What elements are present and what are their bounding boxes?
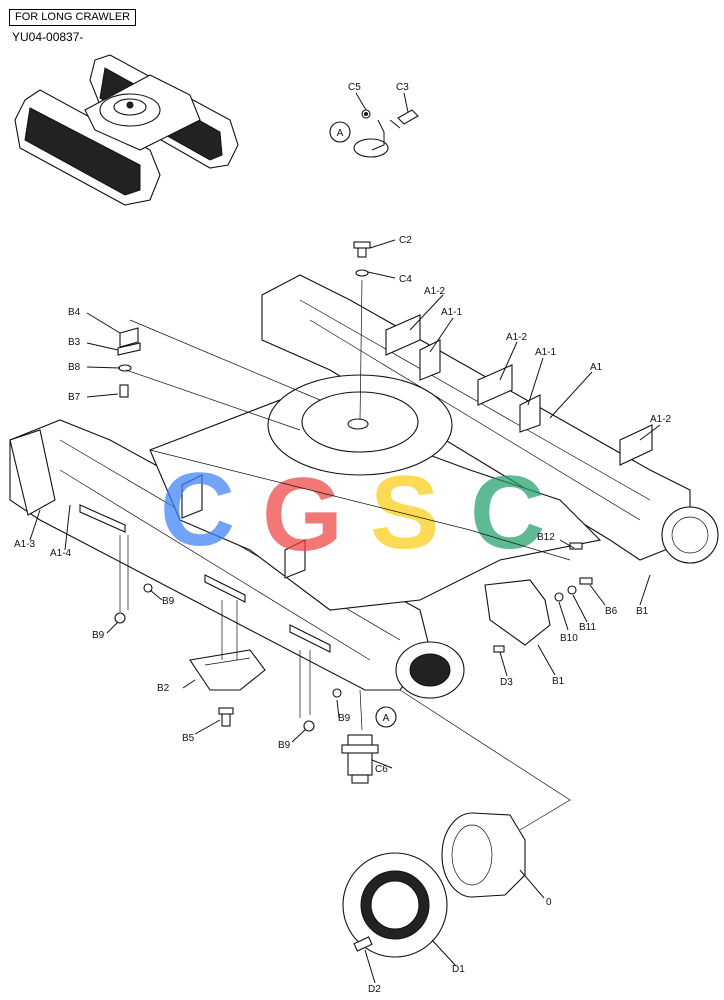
callout-b9-c: B9 [338, 713, 351, 724]
callout-0: 0 [546, 897, 552, 908]
ref-a-top-label: A [337, 128, 344, 139]
cgsc-watermark: C G S C [160, 452, 545, 573]
callout-d2: D2 [368, 984, 381, 995]
callout-a1-1-mid: A1-1 [535, 347, 557, 358]
callout-labels: C5 C3 C2 C4 A1-2 A1-1 A1-2 A1-1 A1 A1-2 … [14, 82, 672, 995]
callout-c3: C3 [396, 82, 409, 93]
callout-a1-1-top: A1-1 [441, 307, 463, 318]
callout-a1-2-mid: A1-2 [506, 332, 528, 343]
callout-b2: B2 [157, 683, 170, 694]
track-frame-body [9, 274, 719, 699]
callout-b5: B5 [182, 733, 195, 744]
callout-b1-plate: B1 [552, 676, 565, 687]
callout-c6: C6 [375, 764, 388, 775]
track-guide-b2 [189, 649, 266, 691]
callout-b7: B7 [68, 392, 81, 403]
ref-a-bottom-label: A [383, 713, 390, 724]
drive-sprocket-d1 [342, 852, 448, 958]
callout-b3: B3 [68, 337, 81, 348]
bolt-b5 [218, 707, 234, 727]
callout-b1-right: B1 [636, 606, 649, 617]
callout-c5: C5 [348, 82, 361, 93]
watermark-letter: S [370, 455, 439, 571]
travel-motor-0 [441, 812, 526, 898]
callout-a1-2-right: A1-2 [650, 414, 672, 425]
bolt-d2 [353, 936, 373, 952]
callout-a1: A1 [590, 362, 603, 373]
callout-b11: B11 [579, 622, 596, 633]
swivel-joint-c6 [341, 734, 379, 784]
callout-b9-d: B9 [278, 740, 291, 751]
callout-c2: C2 [399, 235, 412, 246]
callout-c4: C4 [399, 274, 412, 285]
reference-a-top: A [329, 121, 351, 143]
reference-a-bottom: A [375, 706, 397, 728]
callout-d3: D3 [500, 677, 513, 688]
callout-b9-b: B9 [92, 630, 105, 641]
cover-plate-b1 [484, 579, 551, 646]
callout-b8: B8 [68, 362, 81, 373]
serial-number: YU04-00837- [12, 30, 84, 44]
callout-b10: B10 [560, 633, 578, 644]
watermark-letter: C [470, 455, 545, 571]
callout-a1-3: A1-3 [14, 539, 36, 550]
crawler-overview-illustration [14, 54, 239, 206]
callout-b4: B4 [68, 307, 81, 318]
idler-sprocket [661, 506, 719, 564]
callout-b6: B6 [605, 606, 618, 617]
variant-label: FOR LONG CRAWLER [9, 9, 137, 26]
watermark-letter: G [262, 457, 343, 573]
watermark-letter: C [160, 452, 235, 568]
callout-a1-2-top: A1-2 [424, 286, 446, 297]
swivel-bracket-parts [353, 109, 419, 158]
callout-b9-a: B9 [162, 596, 175, 607]
leader-lines [29, 92, 661, 984]
callout-b12: B12 [537, 532, 555, 543]
callout-a1-4: A1-4 [50, 548, 72, 559]
callout-d1: D1 [452, 964, 465, 975]
